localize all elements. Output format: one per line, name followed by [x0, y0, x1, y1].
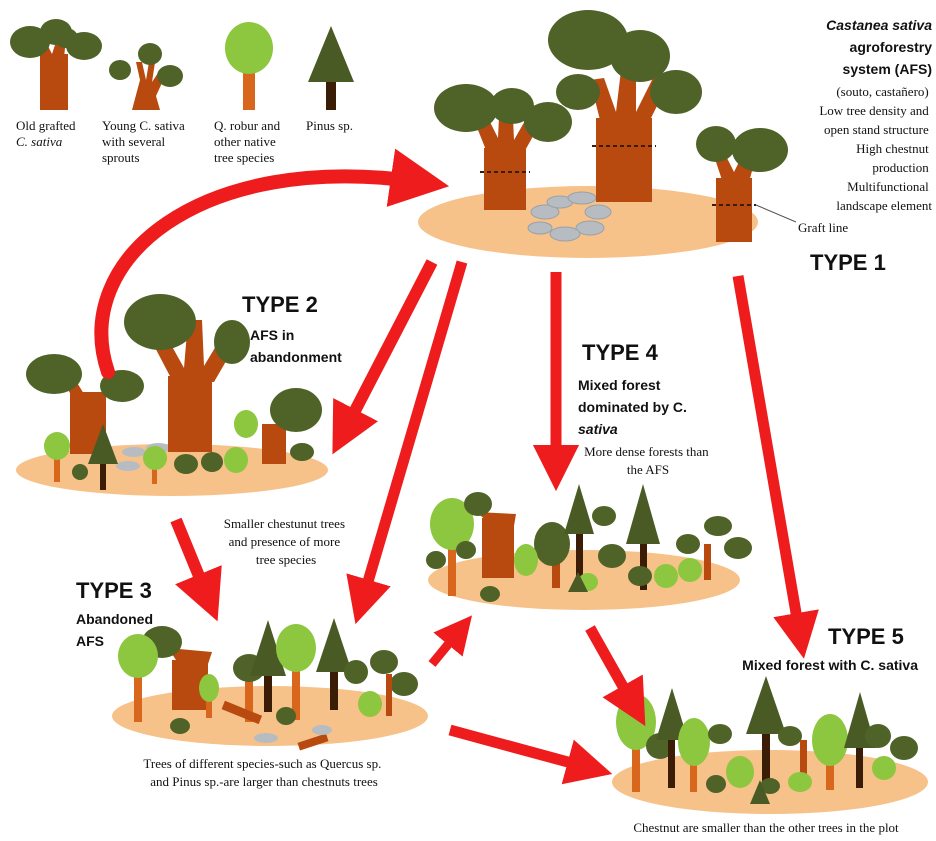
- type2-scene: [16, 294, 328, 496]
- type2-title: TYPE 2: [242, 292, 318, 317]
- type3-trees: [118, 618, 418, 751]
- legend-young-sativa-label: Young C. sativa with several sprouts: [102, 118, 188, 165]
- type2-subtitle-line1: AFS in: [250, 327, 294, 343]
- arrow-type2-to-type1: [94, 148, 450, 379]
- type3-subtitle-line2: AFS: [76, 633, 104, 649]
- type3-note: Trees of different species-such as Querc…: [143, 756, 384, 789]
- legend-q-robur-label: Q. robur and other native tree species: [214, 118, 283, 165]
- legend-pinus-label: Pinus sp.: [306, 118, 353, 133]
- legend-young-line1: Young C. sativa: [102, 118, 185, 133]
- arrow-type1-to-type5: [732, 275, 819, 659]
- type4-note: More dense forests than the AFS: [584, 444, 712, 477]
- type5-subtitle: Mixed forest with C. sativa: [742, 657, 918, 673]
- legend-q-robur-tree-icon: [225, 22, 273, 110]
- type4-note-line2: the AFS: [627, 462, 669, 477]
- arrow-type4-to-type5: [585, 625, 646, 727]
- type1-heading-line3: system (AFS): [843, 61, 932, 77]
- type4-trees: [426, 484, 752, 602]
- type1-description: (souto, castañero) Low tree density and …: [819, 84, 932, 213]
- type1-desc-line3: open stand structure: [824, 122, 929, 137]
- arrow-type1-to-type3: [346, 260, 468, 625]
- type3-title: TYPE 3: [76, 578, 152, 603]
- type4-subtitle-line2: dominated by C.: [578, 399, 687, 415]
- type4-subtitle-line1: Mixed forest: [578, 377, 661, 393]
- type2-subtitle-line2: abandonment: [250, 349, 342, 365]
- legend-old-grafted-line2: C. sativa: [16, 134, 63, 149]
- type2-note-line2: and presence of more: [229, 534, 341, 549]
- graft-line-pointer: [755, 204, 797, 223]
- legend-q-robur-line1: Q. robur and: [214, 118, 281, 133]
- type1-scene: [418, 10, 797, 258]
- type2-old-chestnut-centre: [124, 294, 250, 452]
- type1-heading-line1: Castanea sativa: [826, 17, 932, 33]
- arrow-type2-to-type3: [170, 517, 222, 622]
- type1-chestnut-tree-right: [696, 126, 788, 242]
- type2-subtitle: AFS in abandonment: [250, 327, 342, 365]
- type1-heading-line2: agroforestry: [850, 39, 933, 55]
- legend-young-line2: with several: [102, 134, 166, 149]
- type4-subtitle: Mixed forest dominated by C. sativa: [578, 377, 691, 437]
- type1-stone-circle: [527, 191, 612, 242]
- type3-subtitle-line1: Abandoned: [76, 611, 153, 627]
- legend-q-robur-line3: tree species: [214, 150, 274, 165]
- legend-pinus-tree-icon: [308, 26, 354, 110]
- type4-subtitle-line3: sativa: [578, 421, 618, 437]
- type1-desc-line2: Low tree density and: [819, 103, 929, 118]
- type4-scene: [426, 484, 752, 610]
- type5-scene: [612, 676, 928, 814]
- type5-note: Chestnut are smaller than the other tree…: [633, 820, 899, 835]
- legend: Old grafted C. sativa Young C. sativa wi…: [10, 19, 354, 165]
- arrow-type3-to-type5: [448, 724, 613, 785]
- type5-trees: [616, 676, 918, 804]
- graft-line-label: Graft line: [798, 220, 848, 235]
- type1-chestnut-tree-left: [434, 84, 572, 210]
- type2-young-chestnut: [262, 388, 322, 464]
- type3-scene: [112, 618, 428, 751]
- type1-desc-line7: landscape element: [836, 198, 932, 213]
- type3-note-line2: and Pinus sp.-are larger than chestnuts …: [150, 774, 378, 789]
- legend-young-line3: sprouts: [102, 150, 140, 165]
- legend-old-grafted-tree-icon: [10, 19, 102, 110]
- type4-title: TYPE 4: [582, 340, 659, 365]
- legend-old-grafted-line1: Old grafted: [16, 118, 76, 133]
- type1-desc-line5: production: [872, 160, 929, 175]
- type2-old-chestnut-left: [26, 354, 144, 454]
- type1-title: TYPE 1: [810, 250, 886, 275]
- arrow-type3-to-type4: [428, 615, 473, 667]
- type3-subtitle: Abandoned AFS: [76, 611, 157, 649]
- legend-young-sativa-tree-icon: [109, 43, 183, 110]
- type4-note-line1: More dense forests than: [584, 444, 709, 459]
- legend-q-robur-line2: other native: [214, 134, 276, 149]
- legend-old-grafted-label: Old grafted C. sativa: [16, 118, 79, 149]
- type1-desc-line6: Multifunctional: [847, 179, 929, 194]
- type2-note: Smaller chestunut trees and presence of …: [224, 516, 349, 567]
- type2-note-line3: tree species: [256, 552, 316, 567]
- type2-note-line1: Smaller chestunut trees: [224, 516, 345, 531]
- arrow-type1-to-type2: [332, 259, 438, 455]
- type1-desc-line1: (souto, castañero): [836, 84, 928, 99]
- transition-arrows: [94, 148, 819, 785]
- type5-title: TYPE 5: [828, 624, 904, 649]
- type2-understory: [44, 410, 258, 490]
- type1-chestnut-tree-centre: [548, 10, 702, 202]
- type1-desc-line4: High chestnut: [856, 141, 929, 156]
- type3-note-line1: Trees of different species-such as Querc…: [143, 756, 381, 771]
